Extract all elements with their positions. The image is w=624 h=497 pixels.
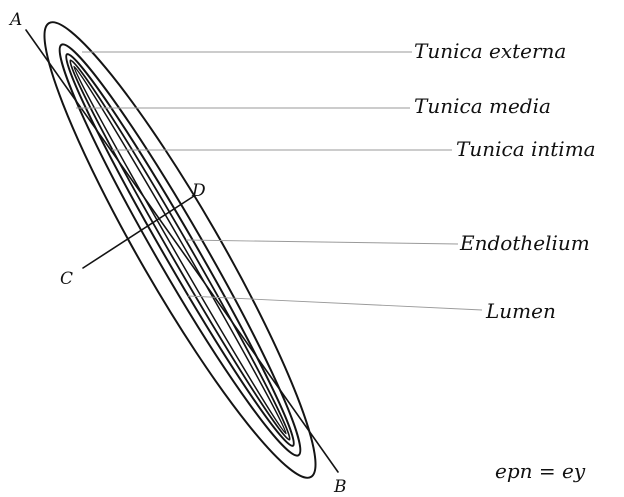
lumen-inner-layer (73, 65, 287, 435)
axis-line-a-b (25, 29, 339, 473)
leader-lumen (187, 295, 483, 311)
footer-note: epn = ey (495, 459, 586, 483)
point-label-d: D (191, 181, 206, 201)
endothelium-layer (69, 59, 291, 441)
axis-line-c-d (82, 195, 195, 269)
vessel-cross-section (43, 21, 317, 479)
label-tunica-media: Tunica media (414, 94, 551, 118)
point-label-b: B (333, 477, 347, 497)
leader-endothelium (185, 239, 459, 245)
label-lumen: Lumen (485, 299, 556, 323)
tunica-externa-layer (43, 21, 317, 479)
label-tunica-externa: Tunica externa (414, 39, 566, 63)
point-label-a: A (8, 10, 22, 30)
label-tunica-intima: Tunica intima (456, 137, 596, 161)
tunica-media-outer-layer (58, 43, 302, 457)
label-endothelium: Endothelium (459, 231, 590, 255)
point-label-c: C (60, 269, 73, 289)
